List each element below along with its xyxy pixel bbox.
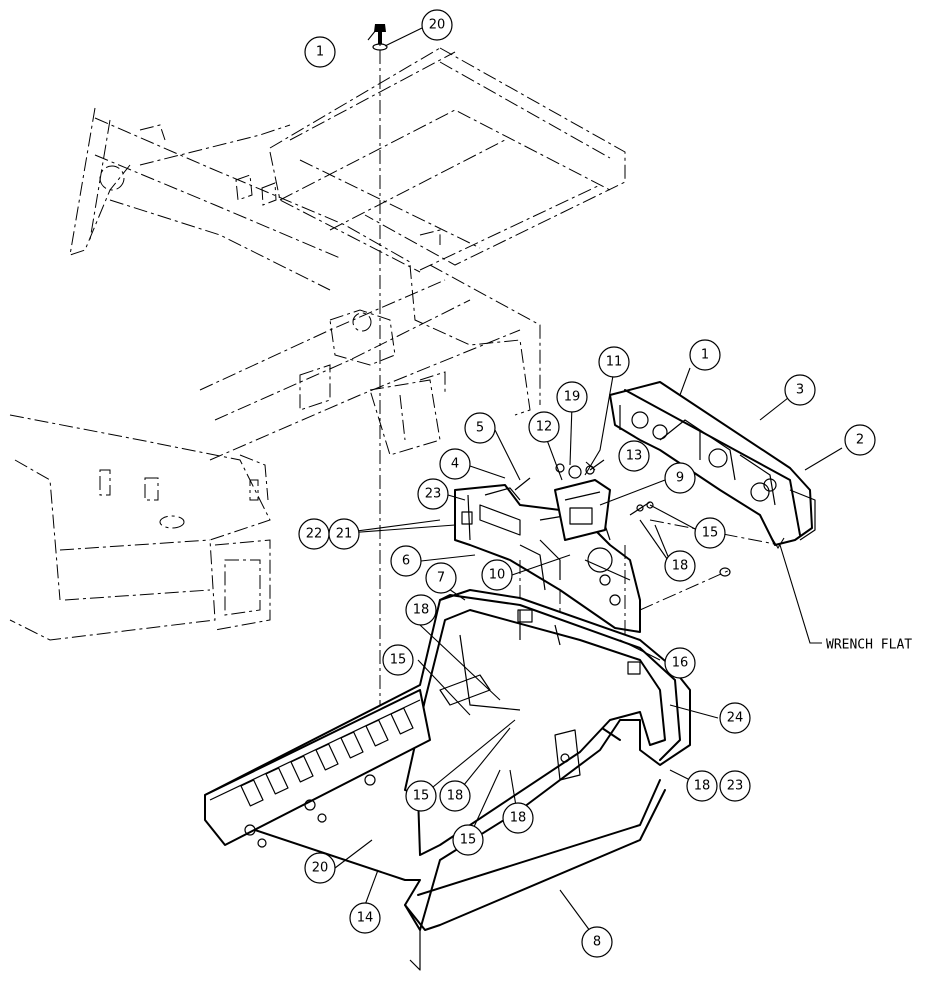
svg-text:15: 15 (413, 789, 430, 804)
callout-4: 4 (439, 448, 471, 480)
svg-text:18: 18 (672, 559, 689, 574)
svg-text:4: 4 (451, 457, 459, 472)
callout-8: 8 (581, 926, 613, 958)
svg-text:10: 10 (489, 568, 506, 583)
light-bar-assembly (609, 381, 816, 546)
callout-18-lower-a: 18 (439, 780, 471, 812)
svg-text:18: 18 (694, 779, 711, 794)
tractor-frame (9, 47, 626, 641)
callout-23-lower: 23 (719, 770, 751, 802)
svg-text:15: 15 (460, 833, 477, 848)
callout-11: 11 (598, 346, 630, 378)
callout-10: 10 (481, 559, 513, 591)
svg-text:1: 1 (316, 45, 324, 60)
callout-24: 24 (719, 702, 751, 734)
svg-text:8: 8 (593, 935, 601, 950)
svg-text:7: 7 (437, 571, 445, 586)
svg-text:16: 16 (672, 656, 689, 671)
front-bumper-strip (404, 779, 666, 971)
callout-20-bottom: 20 (304, 852, 336, 884)
wrench-flat-note: WRENCH FLAT (826, 638, 912, 653)
svg-text:18: 18 (510, 811, 527, 826)
svg-text:18: 18 (447, 789, 464, 804)
callout-18-lower-right: 18 (686, 770, 718, 802)
top-hardware (372, 24, 388, 51)
callout-1: 1 (689, 339, 721, 371)
svg-text:15: 15 (390, 653, 407, 668)
callout-18-right: 18 (664, 550, 696, 582)
callout-23-top: 23 (417, 478, 449, 510)
svg-text:23: 23 (727, 779, 744, 794)
callout-balloons: 1 20 1 3 2 11 19 12 13 9 5 4 23 22 21 6 … (298, 9, 876, 958)
callout-15-left: 15 (382, 644, 414, 676)
svg-text:20: 20 (312, 861, 329, 876)
callout-22: 22 (298, 518, 330, 550)
svg-text:5: 5 (476, 421, 484, 436)
left-skirt (204, 689, 431, 848)
svg-text:9: 9 (676, 471, 684, 486)
svg-text:11: 11 (606, 355, 623, 370)
svg-text:20: 20 (429, 18, 446, 33)
callout-5: 5 (464, 412, 496, 444)
callout-20-top: 20 (421, 9, 453, 41)
callout-15-lower-a: 15 (405, 780, 437, 812)
callout-15-lower-b: 15 (452, 824, 484, 856)
callout-21: 21 (328, 518, 360, 550)
callout-15-right: 15 (694, 517, 726, 549)
svg-text:14: 14 (357, 911, 374, 926)
callout-17: 1 (304, 36, 336, 68)
svg-text:13: 13 (626, 449, 643, 464)
callout-14: 14 (349, 902, 381, 934)
callout-13: 13 (618, 440, 650, 472)
callout-19: 19 (556, 381, 588, 413)
callout-18-lower-b: 18 (502, 802, 534, 834)
svg-text:1: 1 (701, 348, 709, 363)
callout-18-left: 18 (405, 594, 437, 626)
svg-text:18: 18 (413, 603, 430, 618)
svg-text:2: 2 (856, 433, 864, 448)
callout-7: 7 (425, 562, 457, 594)
callout-2: 2 (844, 424, 876, 456)
callout-16: 16 (664, 647, 696, 679)
callout-12: 12 (528, 411, 560, 443)
svg-text:6: 6 (402, 554, 410, 569)
leader-lines (333, 27, 843, 936)
hitch-bracket (454, 463, 654, 633)
svg-text:15: 15 (702, 526, 719, 541)
svg-text:19: 19 (564, 390, 581, 405)
svg-text:12: 12 (536, 420, 553, 435)
svg-text:22: 22 (306, 527, 323, 542)
callout-3: 3 (784, 374, 816, 406)
callout-6: 6 (390, 545, 422, 577)
svg-text:21: 21 (336, 527, 353, 542)
svg-text:24: 24 (727, 711, 744, 726)
svg-text:23: 23 (425, 487, 442, 502)
callout-9: 9 (664, 462, 696, 494)
svg-text:3: 3 (796, 383, 804, 398)
